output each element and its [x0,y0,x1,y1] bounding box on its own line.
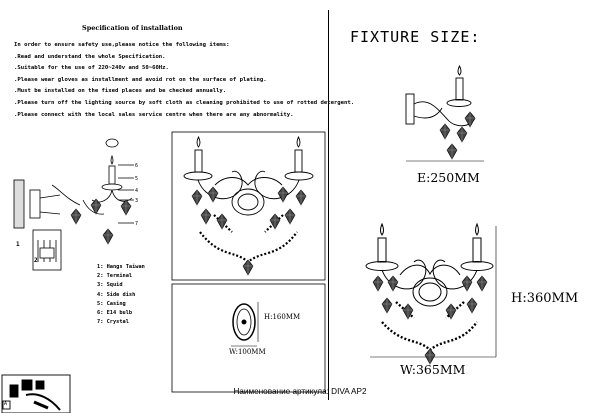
legend-item: 2: Terminal [97,273,133,280]
svg-text:2: 2 [34,257,38,264]
legend-item: 5: Casing [97,300,126,307]
svg-text:5: 5 [135,176,138,182]
legend-item: 1: Hangs Taiwan [97,264,145,270]
fixture-size-title: FIXTURE SIZE: [350,28,481,46]
plate-height-label: H:160MM [264,313,301,321]
height-label: H:360MM [511,291,579,306]
parts-legend: 1: Hangs Taiwan 2: Terminal 3: Squid 4: … [97,263,145,327]
extension-label: E:250MM [417,170,480,185]
svg-text:1: 1 [16,241,20,248]
spec-line: .Suitable for the use of 220~240v and 50… [14,65,169,72]
svg-text:4: 4 [135,188,138,194]
spec-title: Specification of installation [82,24,183,32]
plate-drawing [231,302,259,347]
legend-item: 7: Crystal [97,319,129,326]
installation-diagram [13,138,134,271]
front-view-chandelier [183,135,314,264]
divider [328,10,329,400]
side-view-drawing [405,64,484,162]
legend-item: 3: Squid [97,282,123,289]
article-name: Наименование артикула: DIVA AP2 [233,387,367,396]
spec-line: In order to ensure safety use,please not… [14,42,230,48]
plate-frame [171,283,326,393]
legend-item: 6: E14 bulb [97,310,133,317]
svg-text:7: 7 [135,221,138,227]
width-label: W:365MM [400,362,466,377]
spec-line: .Must be installed on the fixed places a… [14,88,227,95]
svg-text:3: 3 [135,198,138,204]
large-front-view [365,222,497,358]
spec-line: .Read and understand the whole Specifica… [14,53,166,60]
warning-icon [1,374,71,413]
plate-width-label: W:100MM [229,348,266,356]
spec-lines: In order to ensure safety use,please not… [14,40,354,121]
front-view-frame [171,131,326,281]
spec-line: .Please connect with the local sales ser… [14,111,294,118]
svg-text:6: 6 [135,163,138,169]
spec-line: .Please wear gloves as installment and a… [14,76,267,83]
icon-label: A [4,401,8,407]
legend-item: 4: Side dish [97,291,136,298]
spec-line: .Please turn off the lighting source by … [14,99,355,106]
